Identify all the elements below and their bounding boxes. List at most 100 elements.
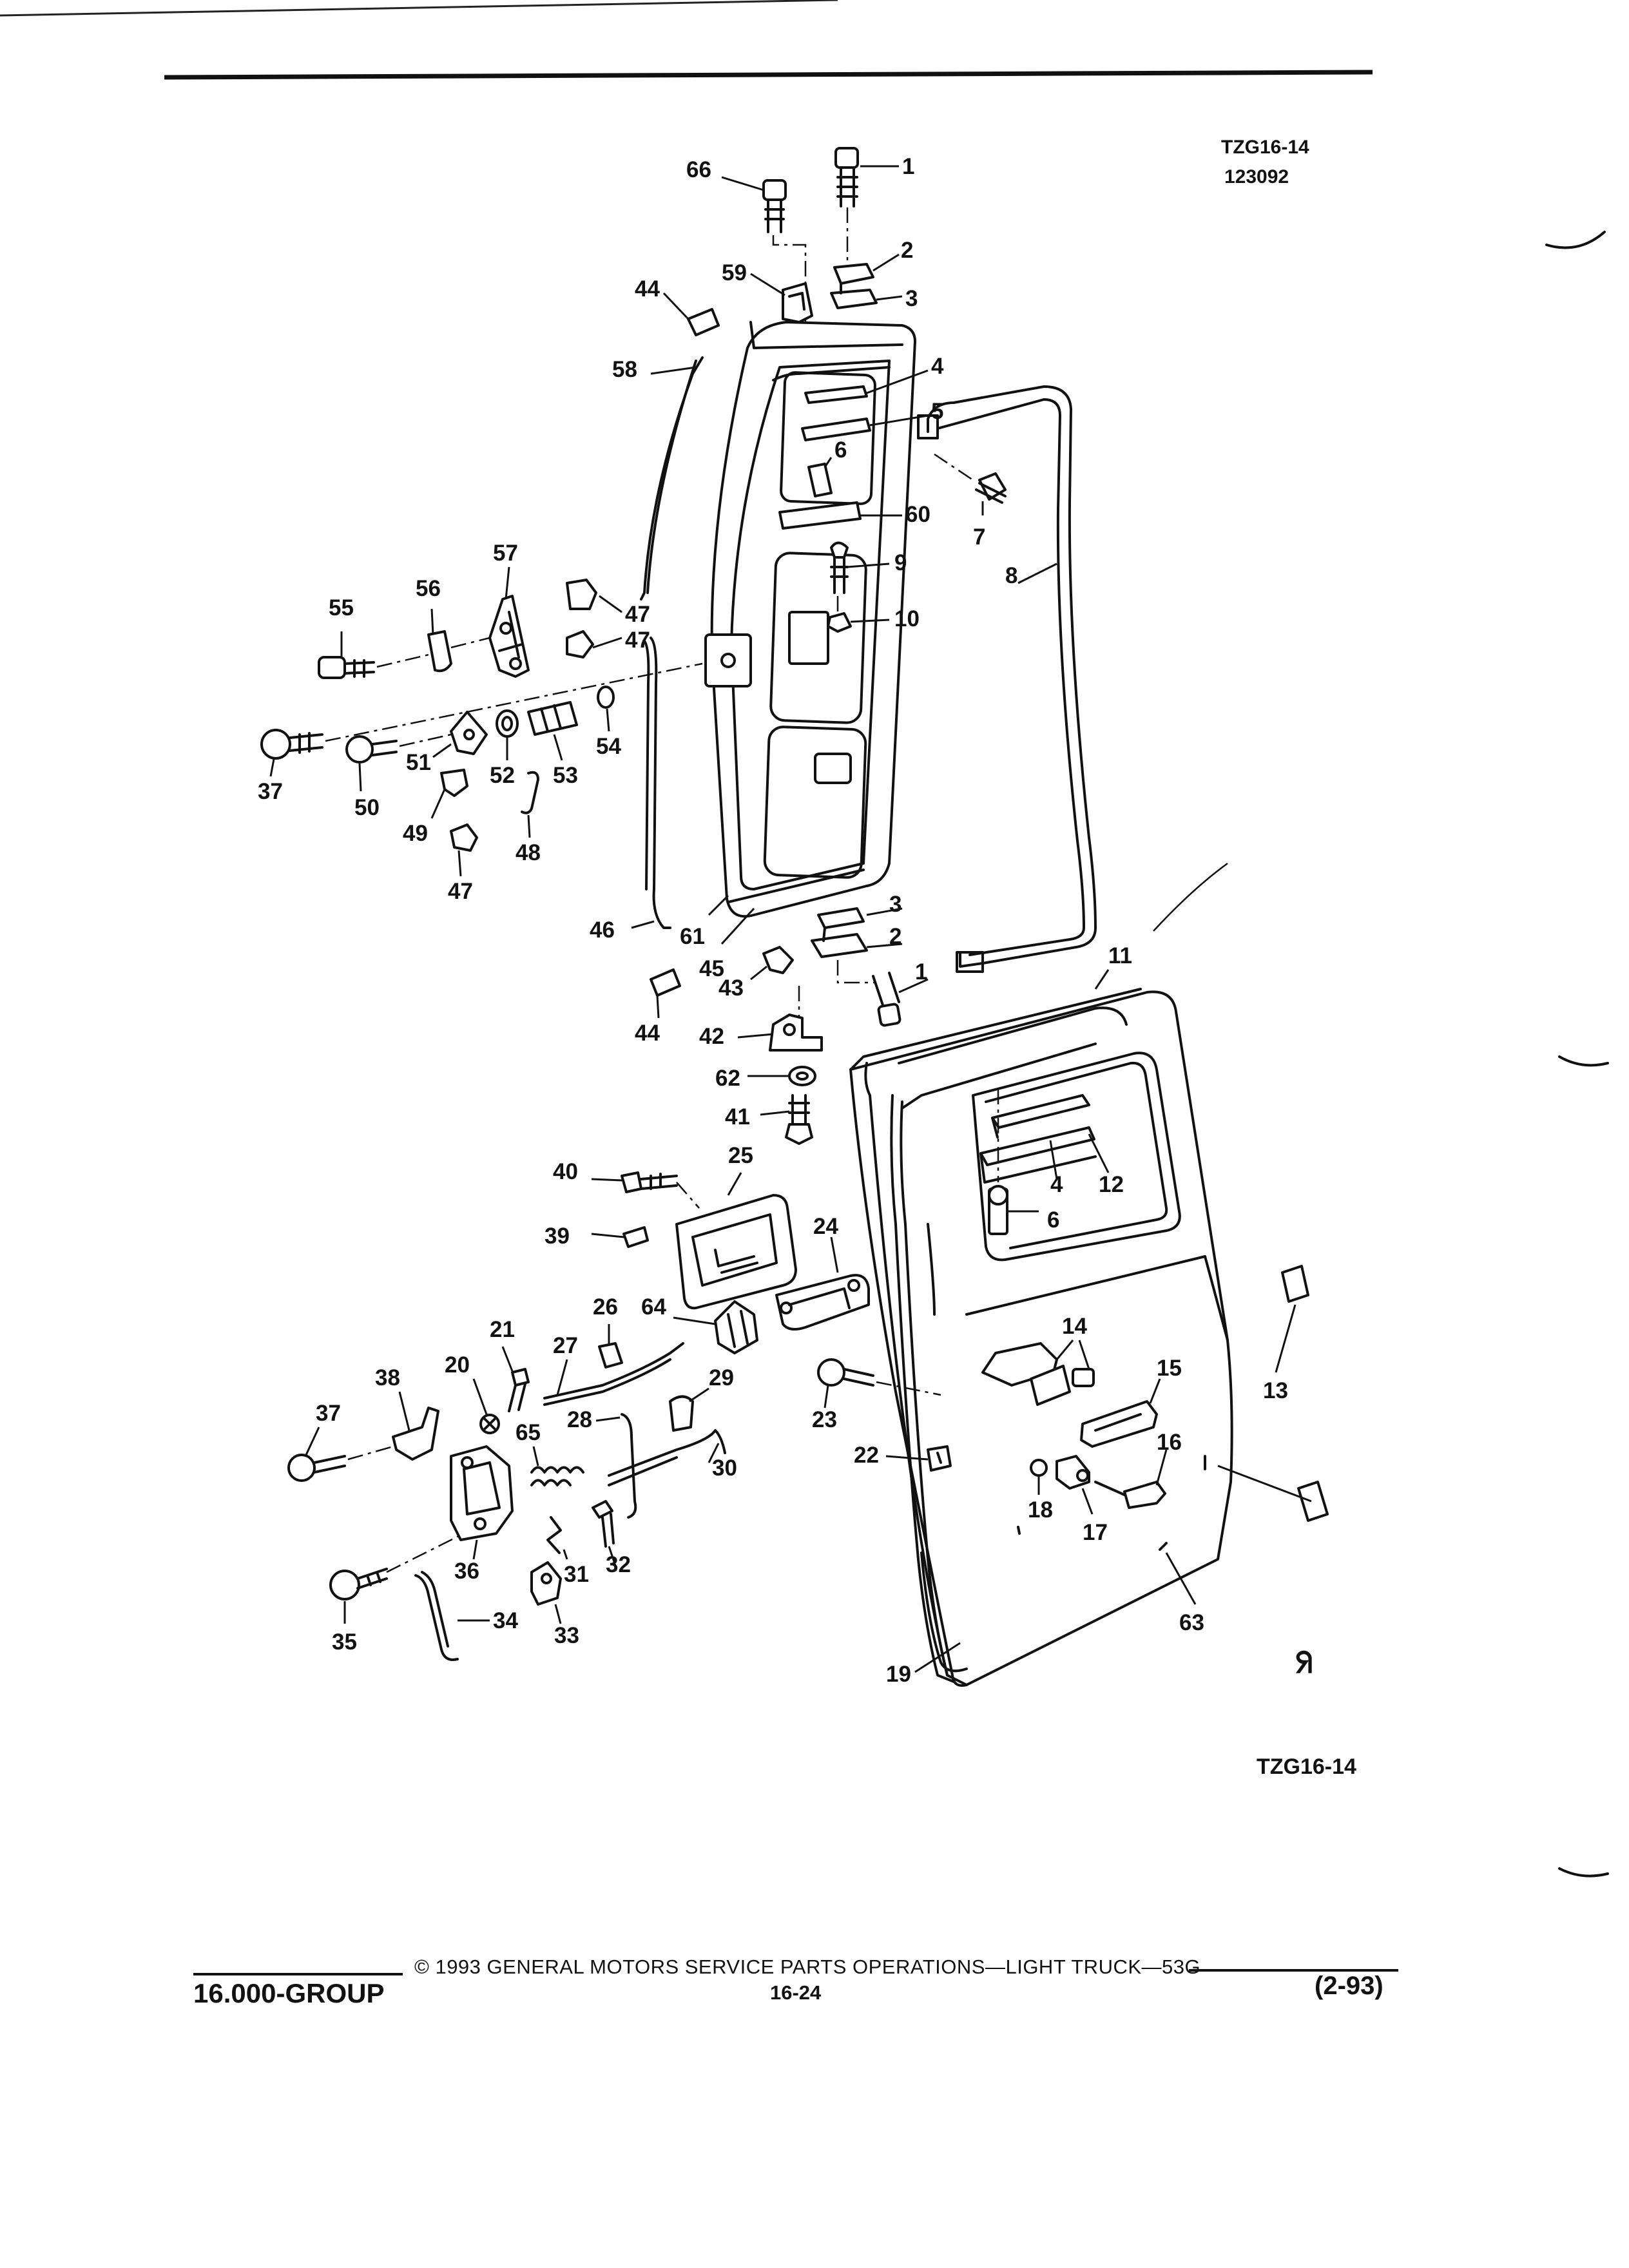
vehicle-body-outline bbox=[1153, 862, 1228, 932]
footer-page-number: 16-24 bbox=[770, 1981, 822, 2004]
callout-label: 20 bbox=[445, 1352, 470, 1378]
callout-label: 38 bbox=[375, 1365, 400, 1390]
callout-label: 3 bbox=[905, 286, 918, 311]
callout-label: 1 bbox=[902, 154, 914, 179]
callout-label: 8 bbox=[1005, 563, 1017, 588]
callout-label: 47 bbox=[625, 628, 650, 653]
figure-number: 123092 bbox=[1224, 166, 1289, 187]
callout-label: 35 bbox=[332, 1629, 357, 1655]
upper-lock-mechanism bbox=[260, 579, 703, 929]
artist-mark-icon: ᖆ bbox=[1295, 1645, 1313, 1680]
top-edge-line bbox=[0, 0, 838, 17]
callout-label: 22 bbox=[854, 1443, 879, 1468]
callout-label: 43 bbox=[718, 975, 744, 1001]
callout-label: 48 bbox=[516, 840, 541, 865]
footer-copyright: © 1993 GENERAL MOTORS SERVICE PARTS OPER… bbox=[414, 1956, 1201, 1978]
callout-label: 54 bbox=[596, 734, 621, 759]
binding-mark-bottom bbox=[1558, 1867, 1609, 1878]
callout-label: 6 bbox=[1047, 1207, 1059, 1233]
callout-label: 47 bbox=[448, 879, 473, 904]
callout-label: 4 bbox=[931, 354, 944, 379]
callout-label: 27 bbox=[553, 1333, 578, 1358]
callout-label: 29 bbox=[709, 1365, 734, 1390]
binding-mark-middle bbox=[1558, 1055, 1609, 1067]
callout-label: 49 bbox=[403, 821, 428, 846]
callout-label: 41 bbox=[725, 1104, 750, 1129]
callout-label: 9 bbox=[894, 550, 907, 575]
figure-bottom-label: TZG16-14 bbox=[1257, 1754, 1356, 1779]
callout-label: 13 bbox=[1263, 1378, 1288, 1403]
callout-label: 60 bbox=[905, 502, 930, 527]
upper-door-panel bbox=[704, 321, 916, 918]
lower-window-hardware bbox=[979, 1089, 1097, 1235]
footer-rule-left bbox=[193, 1973, 403, 1975]
callout-label: 14 bbox=[1062, 1314, 1087, 1339]
callout-label: 1 bbox=[915, 959, 927, 985]
callout-label: 25 bbox=[728, 1143, 753, 1168]
footer-rule-right bbox=[1189, 1969, 1398, 1972]
footer-date: (2-93) bbox=[1315, 1972, 1383, 2000]
callout-label: 32 bbox=[606, 1552, 631, 1577]
callout-label: 3 bbox=[889, 892, 901, 917]
callout-label: 31 bbox=[564, 1562, 589, 1587]
callout-label: 39 bbox=[545, 1224, 570, 1249]
callout-label: 66 bbox=[686, 157, 711, 182]
callout-label: 6 bbox=[834, 437, 847, 463]
callout-label: 36 bbox=[454, 1559, 479, 1584]
callout-label: 5 bbox=[931, 399, 943, 424]
callout-label: 58 bbox=[612, 357, 637, 382]
leader-lines bbox=[269, 165, 1296, 1673]
callout-label: 40 bbox=[553, 1159, 578, 1184]
callout-label: 65 bbox=[516, 1420, 541, 1445]
callout-label: 4 bbox=[1050, 1172, 1063, 1197]
callout-label: 51 bbox=[406, 750, 431, 775]
callout-label: 24 bbox=[813, 1214, 838, 1239]
callout-label: 56 bbox=[416, 576, 441, 601]
callout-label: 64 bbox=[641, 1294, 666, 1320]
callout-label: 30 bbox=[712, 1456, 737, 1481]
callout-label: 55 bbox=[329, 595, 354, 620]
callout-label: 61 bbox=[680, 924, 705, 949]
callout-label: 28 bbox=[567, 1407, 592, 1432]
callout-label: 37 bbox=[316, 1401, 341, 1426]
callout-label: 44 bbox=[635, 276, 660, 302]
figure-id: TZG16-14 bbox=[1221, 137, 1309, 158]
callout-label: 23 bbox=[812, 1407, 837, 1432]
callout-label: 37 bbox=[258, 779, 283, 804]
upper-door-weatherstrip-inner bbox=[936, 398, 1085, 956]
callout-label: 17 bbox=[1083, 1520, 1108, 1545]
callout-label: 52 bbox=[490, 763, 515, 788]
top-rule bbox=[164, 70, 1373, 80]
callout-label: 2 bbox=[901, 238, 913, 263]
callout-label: 63 bbox=[1179, 1610, 1204, 1635]
callout-label: 12 bbox=[1099, 1172, 1124, 1197]
callout-label: 15 bbox=[1157, 1356, 1182, 1381]
callout-label: 18 bbox=[1028, 1497, 1053, 1523]
binding-mark-top bbox=[1545, 231, 1606, 249]
callout-label: 46 bbox=[590, 918, 615, 943]
callout-label: 33 bbox=[554, 1623, 579, 1648]
callout-label: 57 bbox=[493, 541, 518, 566]
callout-label: 16 bbox=[1157, 1430, 1182, 1455]
footer-group: 16.000-GROUP bbox=[193, 1978, 385, 2008]
callout-label: 21 bbox=[490, 1317, 515, 1342]
callout-label: 50 bbox=[354, 795, 380, 820]
callout-label: 53 bbox=[553, 763, 578, 788]
upper-door-weatherstrip bbox=[927, 385, 1097, 968]
lower-hinge-hardware bbox=[650, 907, 901, 1145]
callout-label: 2 bbox=[889, 924, 901, 949]
callout-label: 44 bbox=[635, 1021, 660, 1046]
callout-label: 7 bbox=[973, 524, 985, 550]
lower-door-panel bbox=[849, 988, 1233, 1687]
callout-label: 59 bbox=[722, 260, 747, 285]
callout-label: 19 bbox=[886, 1662, 911, 1687]
callout-label: 26 bbox=[593, 1294, 618, 1320]
callout-label: 10 bbox=[894, 606, 920, 631]
callout-label: 34 bbox=[493, 1608, 518, 1633]
callout-labels: 1 2 3 4 5 6 7 8 9 10 66 59 44 58 60 57 5… bbox=[258, 154, 1288, 1687]
callout-label: 42 bbox=[699, 1024, 724, 1049]
callout-label: 11 bbox=[1108, 943, 1132, 968]
lower-lock-mechanism bbox=[287, 1171, 1329, 1661]
callout-label: 47 bbox=[625, 602, 650, 627]
